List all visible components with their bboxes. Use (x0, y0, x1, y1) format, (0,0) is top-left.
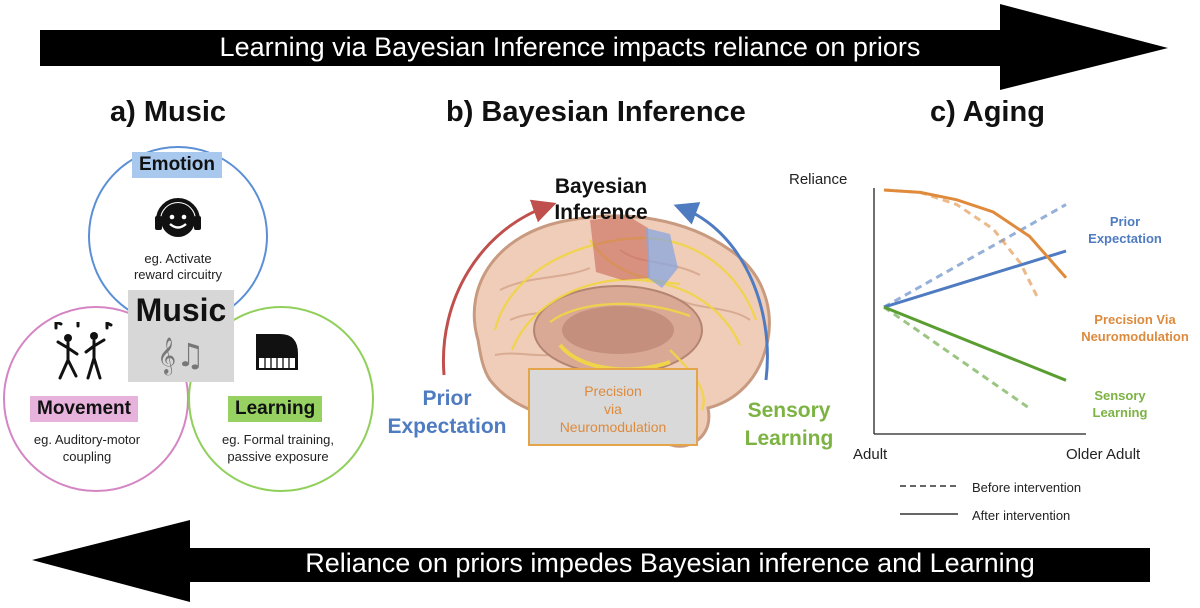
music-center-box: Music 𝄞♫ (128, 290, 234, 382)
movement-example-line2: coupling (62, 449, 112, 464)
learning-example-line1: eg. Formal training, (222, 432, 334, 447)
bottom-banner-arrow (32, 520, 1150, 602)
headphones-face-icon (155, 198, 201, 237)
legend-solid-swatch (900, 513, 958, 515)
legend-before-intervention: Before intervention (972, 480, 1082, 495)
aging-chart (873, 188, 1086, 435)
label-precision-line1: Precision Via (1094, 312, 1176, 327)
label-prior-expectation-line1: Prior (1109, 214, 1141, 229)
series-line-sensory-learning-before (883, 305, 1033, 411)
y-axis-label: Reliance (789, 171, 848, 188)
sensory-label-line2: Learning (744, 427, 834, 450)
legend-dashed-swatch (900, 485, 958, 487)
emotion-tag: Emotion (132, 152, 222, 178)
bayesian-label-line2: Inference (554, 201, 648, 224)
dancers-icon (54, 322, 113, 380)
series-line-precision-via-neuromodulation-after (883, 188, 1068, 279)
precision-line2: via (604, 401, 622, 417)
feedback-arrows (441, 199, 769, 381)
learning-example-line2: passive exposure (227, 449, 329, 464)
label-precision-line2: Neuromodulation (1081, 329, 1189, 344)
label-sensory-learning-line1: Sensory (1094, 388, 1146, 403)
x-tick-older-adult: Older Adult (1066, 446, 1141, 463)
movement-tag: Movement (30, 396, 138, 422)
music-center-label: Music (135, 292, 227, 328)
bayesian-label-line1: Bayesian (554, 175, 648, 198)
legend-after-intervention: After intervention (972, 508, 1071, 523)
movement-example-line1: eg. Auditory-motor (33, 432, 141, 447)
learning-tag: Learning (228, 396, 323, 422)
label-sensory-learning-line2: Learning (1092, 405, 1148, 420)
sensory-label-line1: Sensory (747, 399, 831, 422)
prior-label-line2: Expectation (387, 415, 507, 438)
prior-label-line1: Prior (422, 387, 472, 410)
x-tick-adult: Adult (853, 446, 888, 463)
music-notes-icon: 𝄞♫ (157, 336, 205, 374)
piano-icon (256, 334, 298, 370)
emotion-example-line1: eg. Activate (144, 251, 212, 266)
panel-b-title: b) Bayesian Inference (446, 96, 746, 128)
series-line-sensory-learning-after (883, 305, 1067, 382)
emotion-example-line2: reward circuitry (133, 267, 223, 282)
label-prior-expectation-line2: Expectation (1088, 231, 1162, 246)
top-banner-text: Learning via Bayesian Inference impacts … (219, 32, 921, 62)
panel-a-title: a) Music (110, 96, 227, 128)
series-line-prior-expectation-before (883, 203, 1067, 309)
series-line-prior-expectation-after (883, 249, 1067, 309)
learning-circle (188, 306, 374, 492)
top-banner-arrow (40, 4, 1168, 90)
precision-neuromodulation-box: Precision via Neuromodulation (528, 368, 698, 446)
precision-line1: Precision (584, 383, 642, 399)
bottom-banner-text: Reliance on priors impedes Bayesian infe… (305, 548, 1035, 578)
panel-c-title: c) Aging (930, 96, 1045, 128)
precision-line3: Neuromodulation (559, 419, 667, 435)
